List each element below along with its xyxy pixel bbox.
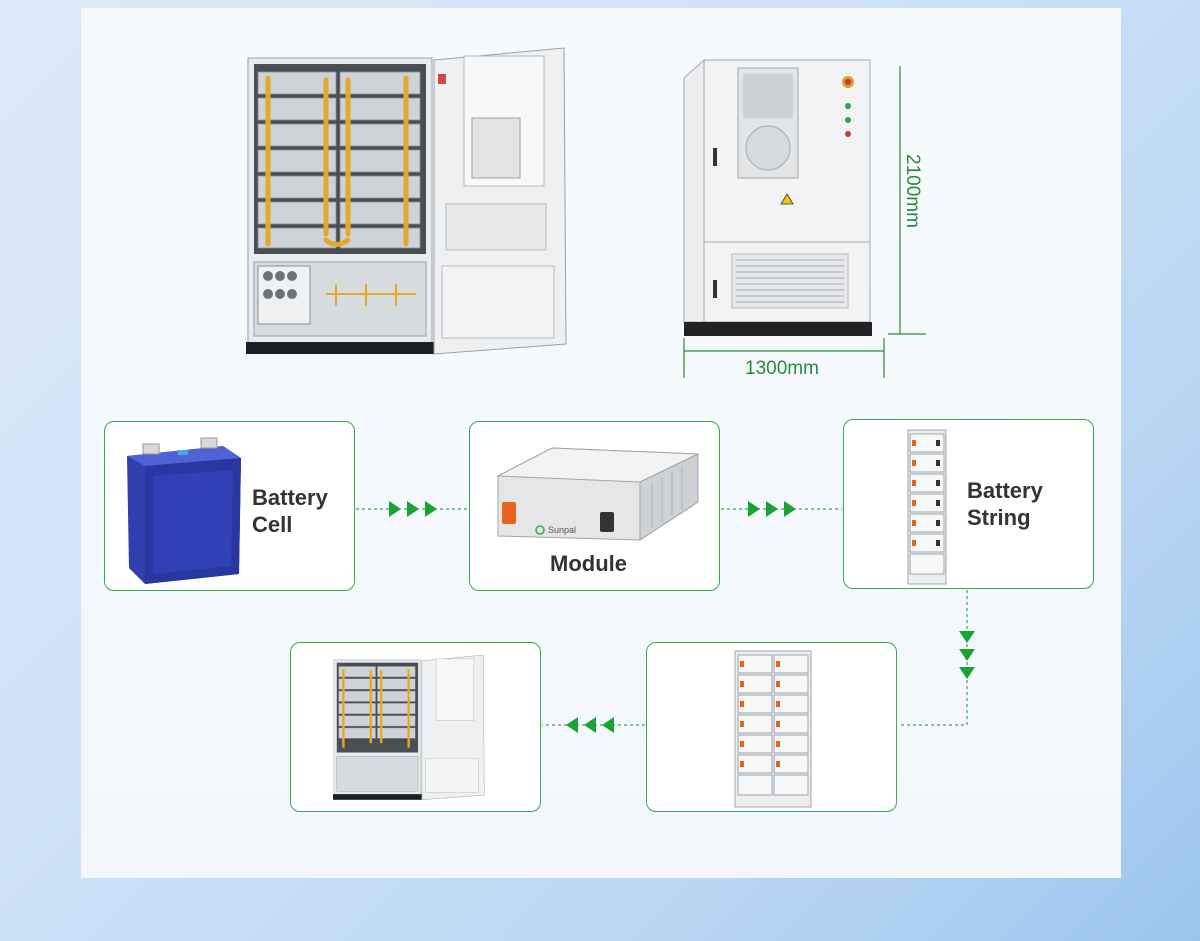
module-brand: Sunpal bbox=[548, 525, 577, 535]
battery-cell-card: Battery Cell bbox=[104, 421, 355, 591]
module-image bbox=[496, 447, 699, 541]
arrow-rack-to-cabinet bbox=[566, 717, 614, 733]
battery-string-label: Battery String bbox=[967, 478, 1043, 530]
battery-cell-image bbox=[127, 437, 241, 584]
width-dimension-label: 1300mm bbox=[745, 358, 819, 379]
closed-cabinet-image bbox=[683, 59, 926, 378]
cabinet-card bbox=[290, 642, 541, 812]
battery-rack-image bbox=[734, 650, 812, 808]
battery-string-card: Battery String bbox=[843, 419, 1094, 589]
battery-rack-card bbox=[646, 642, 897, 812]
battery-cell-label: Battery Cell bbox=[252, 485, 328, 537]
arrow-cell-to-module bbox=[389, 501, 437, 517]
module-label: Module bbox=[550, 551, 627, 576]
cabinet-small-image bbox=[333, 654, 485, 801]
open-cabinet-image bbox=[246, 47, 567, 355]
module-card: Sunpal Module bbox=[469, 421, 720, 591]
arrow-string-to-rack bbox=[959, 631, 975, 679]
battery-string-image bbox=[907, 429, 947, 585]
arrow-module-to-string bbox=[748, 501, 796, 517]
